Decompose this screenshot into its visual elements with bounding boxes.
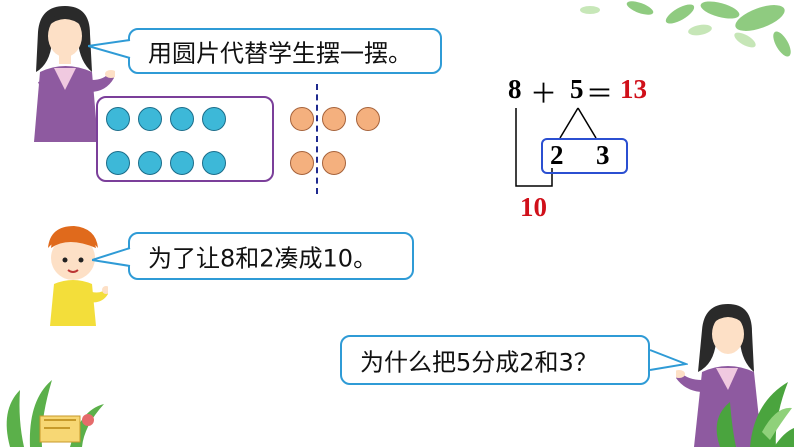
orange-counter bbox=[322, 107, 346, 131]
bubble-text-bottom: 为什么把5分成2和3？ bbox=[360, 348, 598, 377]
split-box bbox=[541, 138, 628, 174]
speech-bubble-top: 用圆片代替学生摆一摆。 bbox=[128, 28, 442, 74]
blue-counter bbox=[170, 151, 194, 175]
leaf-decoration-top-right bbox=[580, 1, 791, 57]
teacher-illustration bbox=[34, 6, 115, 142]
blue-counter bbox=[202, 151, 226, 175]
student-boy-illustration bbox=[48, 226, 108, 326]
teacher-illustration-bottom bbox=[676, 304, 762, 447]
bubble-tail-middle bbox=[92, 247, 131, 267]
orange-counter bbox=[356, 107, 380, 131]
plant-decoration-bottom-right bbox=[716, 382, 794, 447]
blue-counter-frame bbox=[96, 96, 274, 182]
blue-counter bbox=[138, 151, 162, 175]
orange-counter bbox=[290, 151, 314, 175]
addend-eight: 8 bbox=[508, 74, 522, 104]
addend-five: 5 bbox=[570, 74, 584, 104]
blue-counter bbox=[202, 107, 226, 131]
bubble-tail-top bbox=[88, 39, 131, 59]
equals-sign: ＝ bbox=[586, 79, 613, 110]
orange-counter bbox=[322, 151, 346, 175]
bubble-text-top: 用圆片代替学生摆一摆。 bbox=[148, 39, 412, 68]
bubble-text-middle: 为了让8和2凑成10。 bbox=[148, 244, 378, 273]
decomposition-branches bbox=[515, 107, 597, 187]
make-ten-label: 10 bbox=[520, 192, 547, 222]
orange-counter bbox=[290, 107, 314, 131]
plus-sign: ＋ bbox=[530, 79, 557, 110]
speech-bubble-bottom: 为什么把5分成2和3？ bbox=[340, 335, 650, 385]
sum-result: 13 bbox=[620, 74, 647, 104]
blue-counter bbox=[106, 107, 130, 131]
blue-counter bbox=[138, 107, 162, 131]
plant-decoration-bottom-left bbox=[6, 380, 104, 447]
speech-bubble-middle: 为了让8和2凑成10。 bbox=[128, 232, 414, 280]
blue-counter bbox=[106, 151, 130, 175]
dashed-divider bbox=[316, 84, 318, 194]
blue-counter bbox=[170, 107, 194, 131]
split-part-three: 3 bbox=[596, 140, 610, 170]
bubble-tail-bottom bbox=[649, 349, 688, 371]
split-part-two: 2 bbox=[550, 140, 564, 170]
